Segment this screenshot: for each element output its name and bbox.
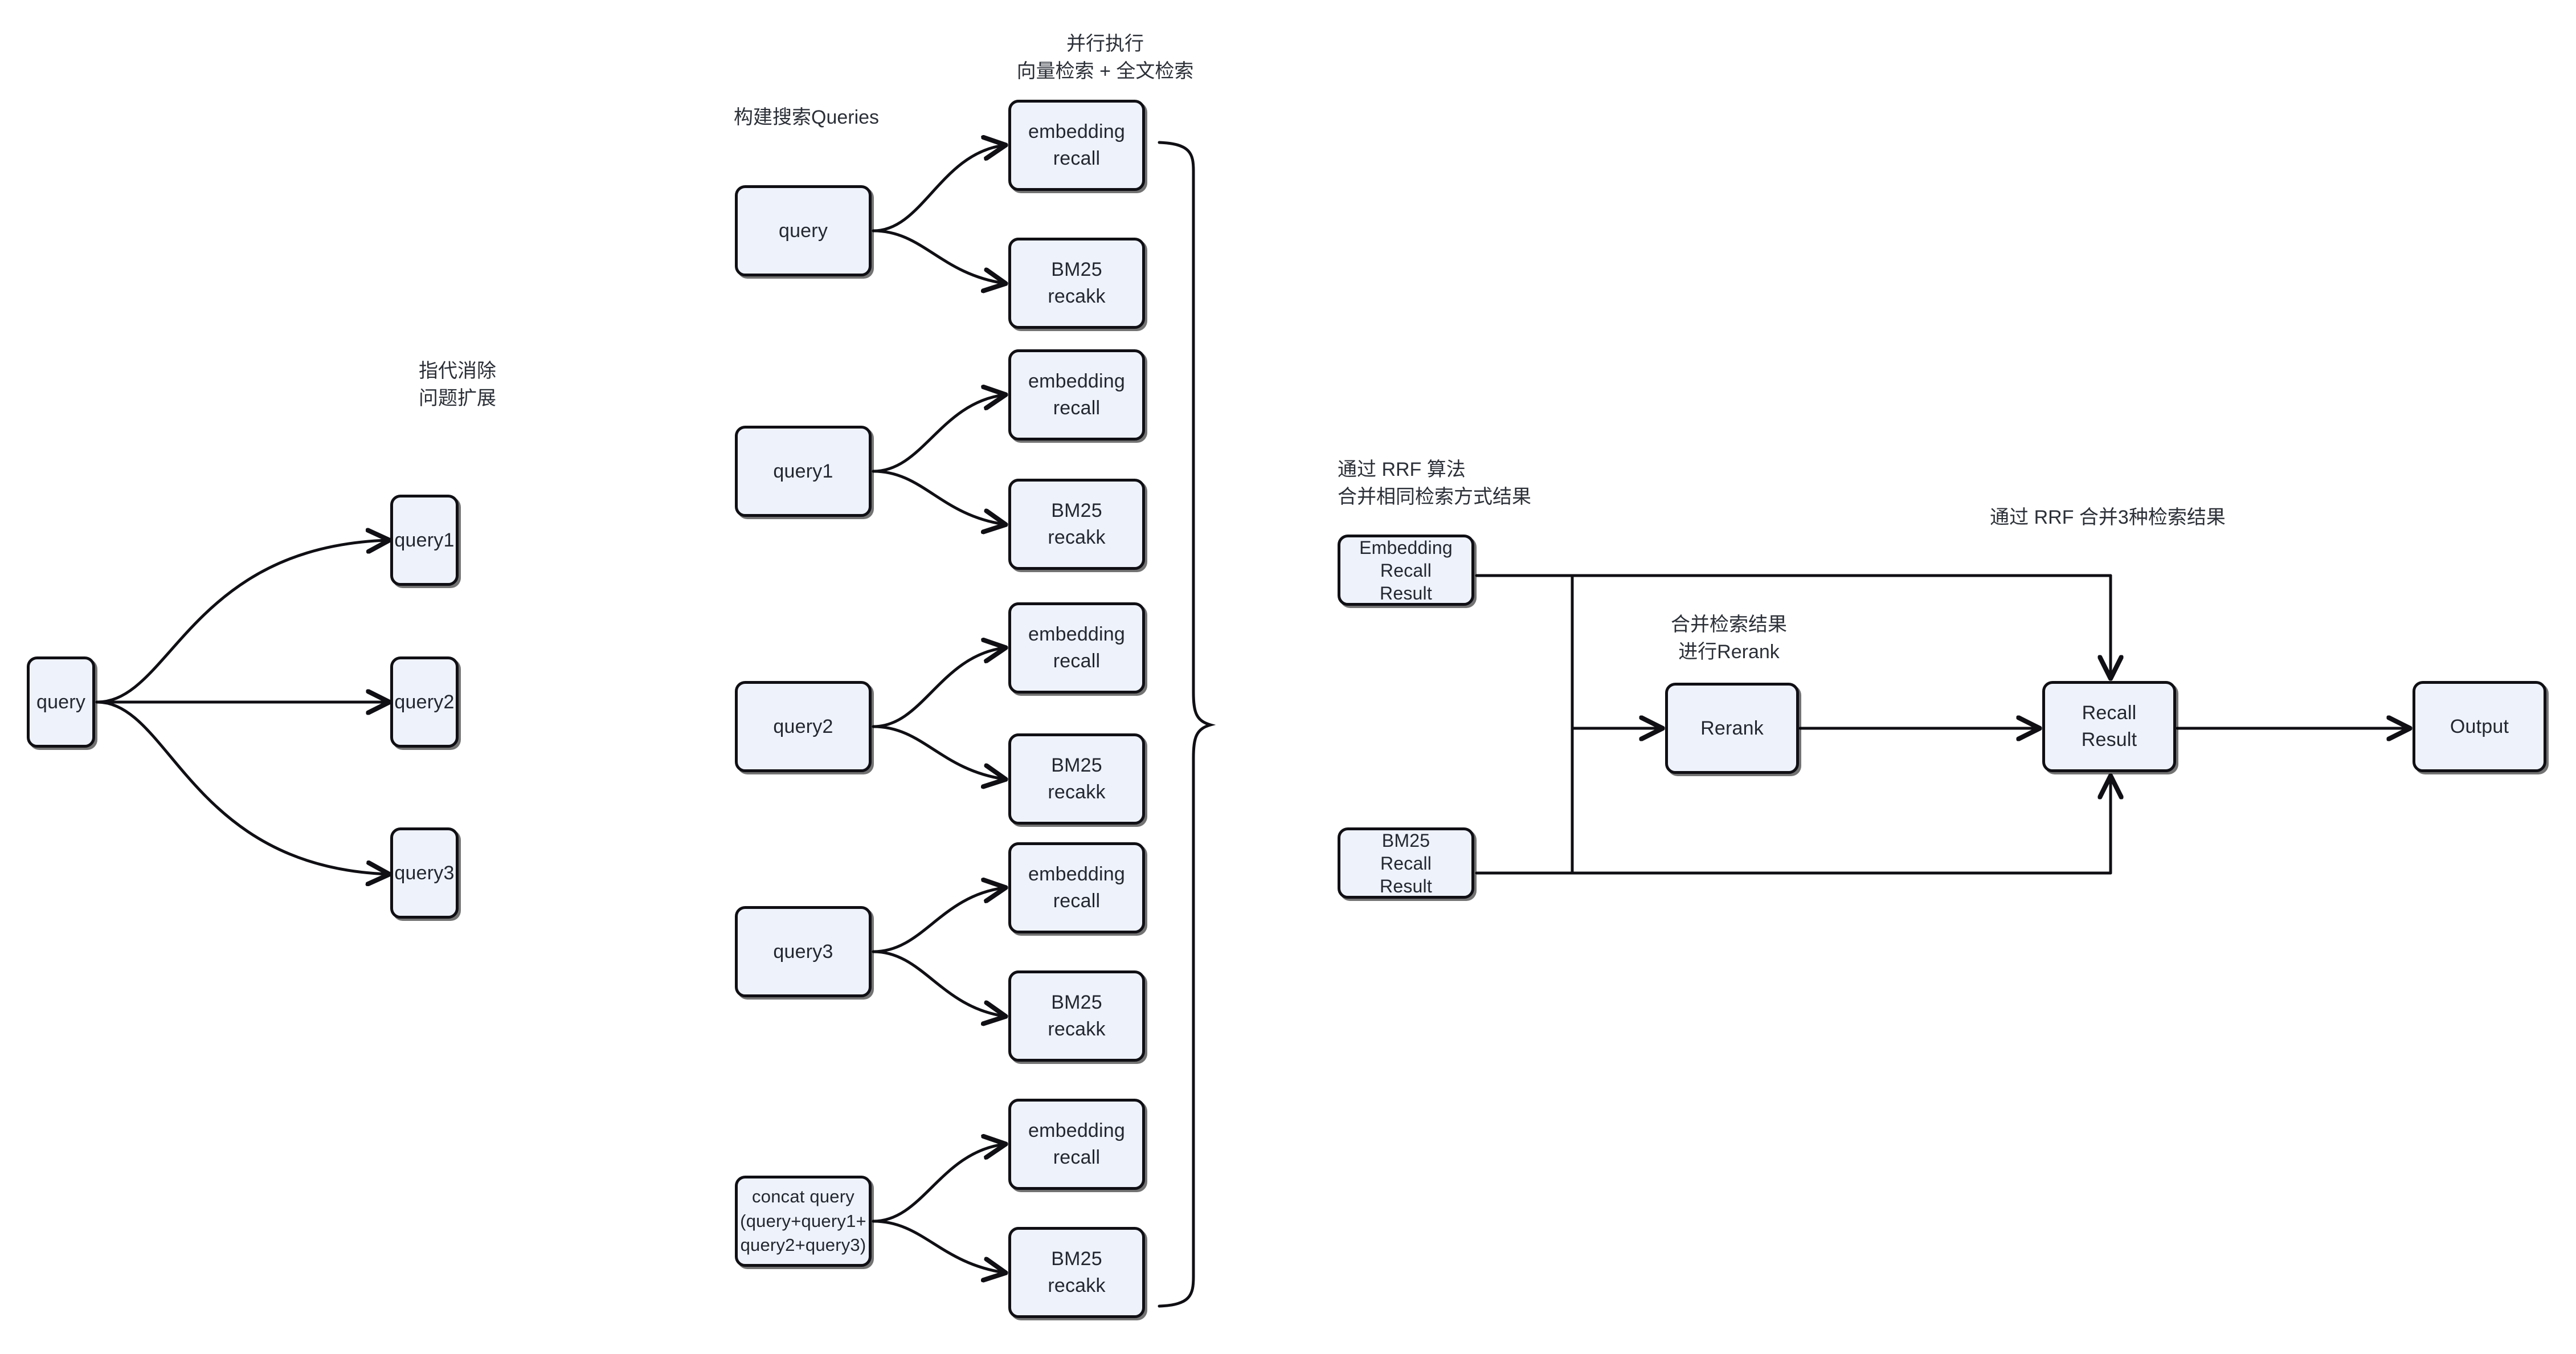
node-bm25-recall-4[interactable]: BM25 recakk <box>1008 970 1145 1062</box>
edge-querymid-to-bm251 <box>872 229 1004 283</box>
note-rrf-three: 通过 RRF 合并3种检索结果 <box>1990 507 2226 528</box>
edge-concat-to-emb5 <box>872 1144 1004 1223</box>
node-embedding-recall-1[interactable]: embedding recall <box>1008 100 1145 191</box>
node-bm25-recall-5[interactable]: BM25 recakk <box>1008 1227 1145 1318</box>
node-query3-mid[interactable]: query3 <box>735 906 872 997</box>
edge-querymid-to-emb1 <box>872 145 1004 233</box>
node-embedding-recall-3[interactable]: embedding recall <box>1008 602 1145 694</box>
node-bm25-recall-3[interactable]: BM25 recakk <box>1008 733 1145 825</box>
node-query2-mid[interactable]: query2 <box>735 681 872 772</box>
note-query-rewrite: 指代消除 问题扩展 <box>419 360 496 410</box>
node-embedding-recall-4[interactable]: embedding recall <box>1008 842 1145 933</box>
node-embedding-recall-2[interactable]: embedding recall <box>1008 349 1145 441</box>
edge-query-to-query3 <box>95 700 387 874</box>
node-embedding-recall-result[interactable]: Embedding Recall Result <box>1338 535 1474 606</box>
node-query1-left[interactable]: query1 <box>390 495 459 586</box>
edge-query1mid-to-emb2 <box>872 395 1004 473</box>
node-output[interactable]: Output <box>2413 681 2546 772</box>
group-brace <box>1158 141 1216 1308</box>
node-bm25-recall-2[interactable]: BM25 recakk <box>1008 479 1145 570</box>
edge-query3mid-to-bm254 <box>872 950 1004 1016</box>
node-bm25-recall-1[interactable]: BM25 recakk <box>1008 238 1145 329</box>
node-embedding-recall-5[interactable]: embedding recall <box>1008 1099 1145 1190</box>
edge-concat-to-bm255 <box>872 1220 1004 1273</box>
note-build-queries: 构建搜索Queries <box>734 107 880 128</box>
node-bm25-recall-result[interactable]: BM25 Recall Result <box>1338 827 1474 899</box>
note-parallel-exec: 并行执行 向量检索 + 全文检索 <box>1016 33 1194 83</box>
node-query2-left[interactable]: query2 <box>390 656 459 748</box>
edge-query2mid-to-emb3 <box>872 648 1004 728</box>
note-merge-rerank: 合并检索结果 进行Rerank <box>1671 614 1787 663</box>
edge-query-to-query1 <box>95 540 387 704</box>
edge-query3mid-to-emb4 <box>872 888 1004 953</box>
edge-query2mid-to-bm253 <box>872 725 1004 779</box>
node-query-mid[interactable]: query <box>735 185 872 276</box>
node-concat-query[interactable]: concat query (query+query1+ query2+query… <box>735 1176 872 1267</box>
edge-query1mid-to-bm252 <box>872 470 1004 524</box>
node-query3-left[interactable]: query3 <box>390 827 459 919</box>
node-rerank[interactable]: Rerank <box>1665 683 1799 774</box>
node-query1-mid[interactable]: query1 <box>735 426 872 517</box>
node-recall-result[interactable]: Recall Result <box>2042 681 2176 772</box>
node-query-root[interactable]: query <box>27 656 95 748</box>
note-rrf-same-type: 通过 RRF 算法 合并相同检索方式结果 <box>1338 459 1531 508</box>
